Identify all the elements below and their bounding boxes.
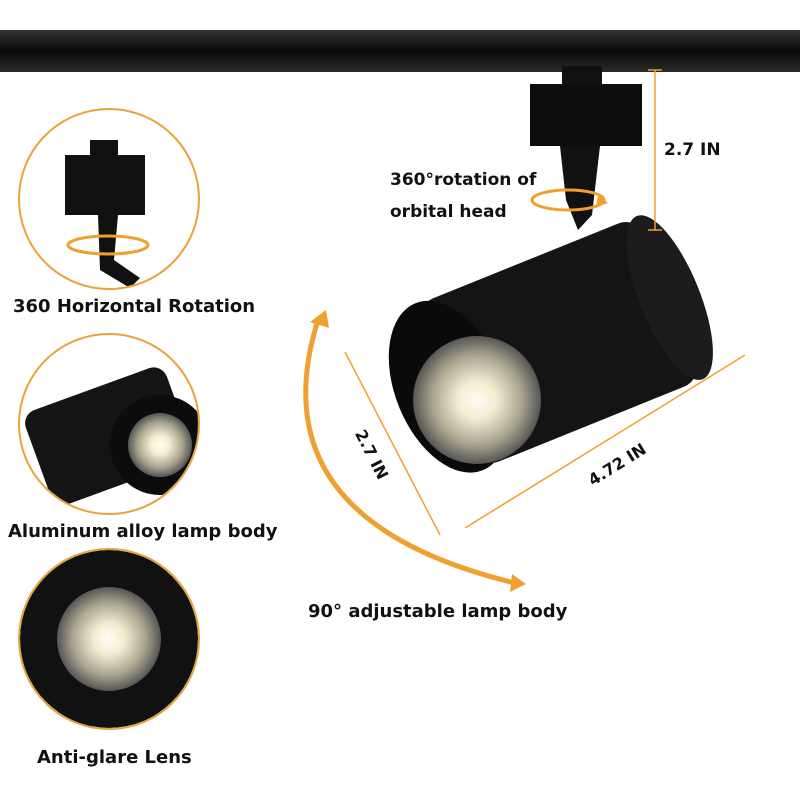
lamp-body — [388, 215, 713, 473]
rotation-head-label-1: 360°rotation of — [390, 170, 537, 190]
rotation-head-label-2: orbital head — [390, 202, 507, 222]
track-adapter — [530, 66, 642, 230]
feature-label-rotation: 360 Horizontal Rotation — [13, 296, 256, 317]
detail-body-circle — [18, 333, 200, 515]
led-lens — [413, 336, 541, 464]
height-dimension: 2.7 IN — [664, 140, 721, 160]
adjustable-label: 90° adjustable lamp body — [308, 601, 568, 622]
detail-rotation-circle — [18, 108, 200, 290]
track-rail — [0, 30, 800, 72]
feature-label-lens: Anti-glare Lens — [37, 747, 192, 768]
detail-lens-circle — [18, 548, 200, 730]
feature-label-body: Aluminum alloy lamp body — [8, 521, 278, 542]
